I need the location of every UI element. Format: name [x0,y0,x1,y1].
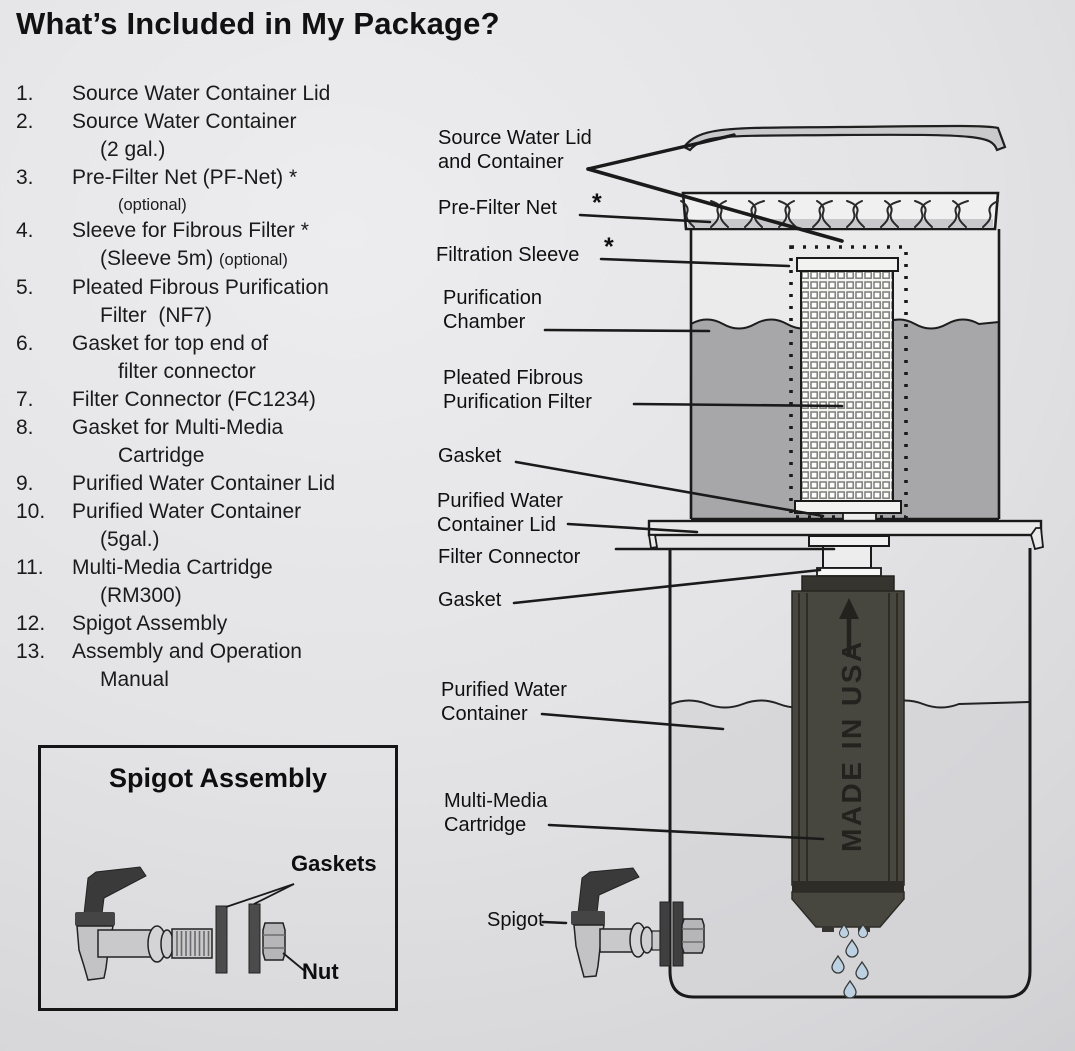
flow-direction-arrow-icon [839,598,859,657]
spigot-handle [83,866,147,915]
item-number: 9. [16,472,34,495]
droplet-icon [855,960,869,980]
callout-pre-filter-net: Pre-Filter Net [438,197,557,219]
spigot-gasket [659,901,671,967]
callout-gasket-top: Gasket [438,445,502,467]
callout-spigot: Spigot [487,909,544,931]
nut [262,922,286,961]
item-text: Purified Water Container(5gal.) [72,500,302,551]
item-number: 8. [16,416,34,439]
item-text: Sleeve for Fibrous Filter *(Sleeve 5m) (… [72,219,309,270]
footnote-asterisk: * [604,233,614,261]
item-text: Spigot Assembly [72,612,228,635]
item-text: Pre-Filter Net (PF-Net) *(optional) [72,166,298,214]
droplet-icon [845,938,859,958]
footnote-asterisk: * [592,189,602,217]
item-text: Multi-Media Cartridge(RM300) [72,556,273,607]
item-number: 5. [16,276,34,299]
list-item: 3. Pre-Filter Net (PF-Net) *(optional) [12,164,450,217]
spigot-handle [577,867,640,914]
filter-base-gasket [794,500,902,514]
source-water-lid [682,124,1007,152]
item-text: Purified Water Container Lid [72,472,336,495]
list-item: 12. Spigot Assembly [12,610,450,638]
filter-connector [808,535,890,569]
spigot-box-title: Spigot Assembly [108,763,328,793]
pre-filter-net [680,191,1000,231]
droplet-icon [843,979,857,999]
spigot-assembly-drawing [75,866,307,981]
item-text: Source Water Container Lid [72,82,331,105]
callout-gasket-bottom: Gasket [438,589,502,611]
list-item: 11. Multi-Media Cartridge(RM300) [12,554,450,610]
pointer-lines [225,883,307,973]
spigot-assembly-box: Spigot Assembly [38,745,398,1011]
parts-list: 1. Source Water Container Lid 2. Source Wat… [12,80,450,694]
spigot-diagram [571,867,705,978]
made-in-usa-text: MADE IN USA [836,639,867,852]
gasket [215,905,228,974]
spigot-nut [681,918,705,954]
item-number: 2. [16,110,34,133]
item-number: 7. [16,388,34,411]
multi-media-cartridge: MADE IN USA [791,575,905,932]
droplet-icon [839,923,849,938]
callout-filtration-sleeve: Filtration Sleeve [436,244,580,266]
droplet-icon [831,954,845,974]
callout-filter-connector: Filter Connector [438,546,581,568]
gaskets-label: Gaskets [291,851,377,876]
list-item: 1. Source Water Container Lid [12,80,450,108]
pleated-purification-filter [794,257,902,524]
cartridge-gasket [816,567,882,577]
list-item: 4. Sleeve for Fibrous Filter *(Sleeve 5m)… [12,217,450,274]
item-number: 3. [16,166,34,189]
list-item: 10. Purified Water Container(5gal.) [12,498,450,554]
item-number: 10. [16,500,46,523]
water-droplets [831,923,869,999]
list-item: 7. Filter Connector (FC1234) [12,386,450,414]
item-number: 1. [16,82,34,105]
list-item: 2. Source Water Container(2 gal.) [12,108,450,164]
droplet-icon [858,923,868,938]
item-number: 12. [16,612,46,635]
item-text: Filter Connector (FC1234) [72,388,316,411]
leader-lines [512,133,844,925]
page-title: What’s Included in My Package? [16,6,500,41]
item-number: 6. [16,332,34,355]
item-number: 11. [16,556,44,579]
spigot-threads [171,928,213,959]
item-text: Source Water Container(2 gal.) [72,110,297,161]
item-number: 4. [16,219,34,242]
item-number: 13. [16,640,46,663]
nut-label: Nut [302,959,339,984]
list-item: 9. Purified Water Container Lid [12,470,450,498]
